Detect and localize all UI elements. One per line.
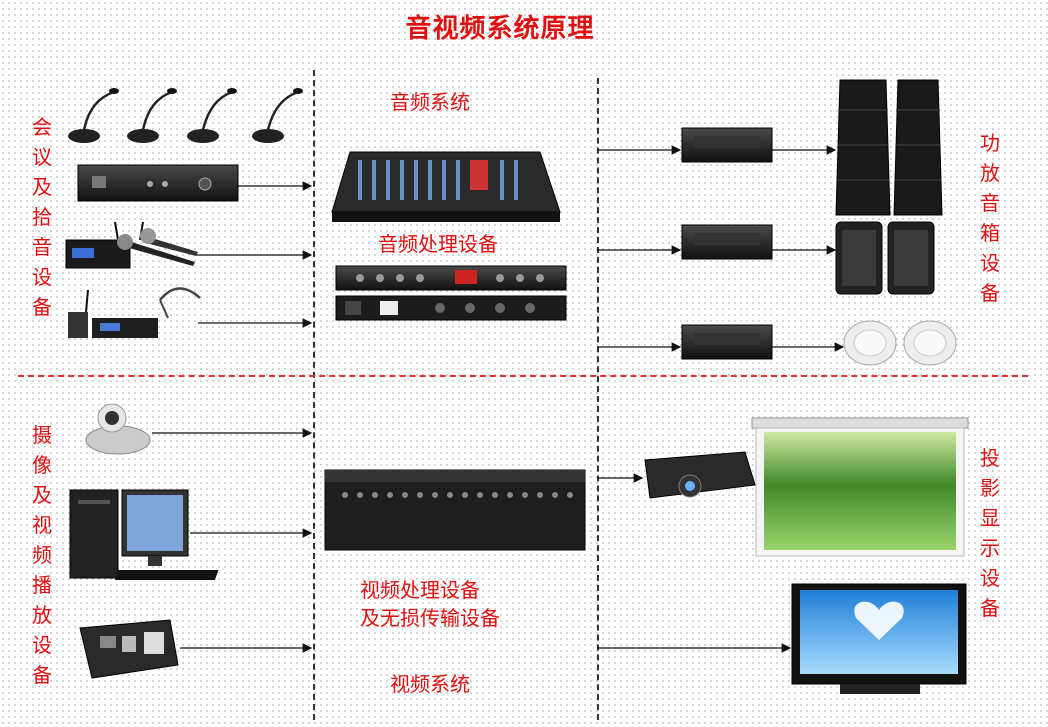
video-system-label: 视频系统 (390, 672, 470, 696)
video-processing-label: 视频处理设备 (360, 578, 480, 602)
page-title: 音视频系统原理 (405, 14, 595, 44)
gooseneck-mic-icon (68, 88, 303, 143)
conference-pickup-label: 会议及拾音设备 (32, 115, 52, 319)
audio-processor-icon (335, 265, 567, 321)
left-divider (313, 70, 315, 720)
box-speaker-icon (835, 221, 935, 295)
floor-socket-icon (79, 619, 179, 679)
audio-processing-label: 音频处理设备 (378, 232, 498, 256)
right-divider (597, 78, 599, 720)
lossless-transmission-label: 及无损传输设备 (360, 606, 500, 630)
amplifier-icon (681, 127, 773, 360)
section-divider (18, 375, 1028, 377)
computer-icon (69, 489, 219, 580)
amp-speaker-label: 功放音箱设备 (980, 131, 1000, 305)
ceiling-speaker-icon (843, 320, 957, 366)
projection-display-label: 投影显示设备 (980, 446, 1000, 620)
ptz-camera-icon (85, 403, 151, 455)
audio-system-label: 音频系统 (390, 90, 470, 114)
projection-screen-icon (751, 417, 969, 557)
conference-host-icon (77, 164, 239, 202)
wireless-mic-icon (65, 221, 198, 269)
projector-icon (644, 451, 756, 499)
line-array-speaker-icon (835, 79, 943, 216)
video-matrix-icon (324, 469, 586, 551)
headset-mic-icon (68, 287, 201, 338)
lcd-tv-icon (791, 583, 967, 694)
mixer-icon (331, 151, 561, 222)
camera-video-label: 摄像及视频播放设备 (32, 423, 52, 687)
